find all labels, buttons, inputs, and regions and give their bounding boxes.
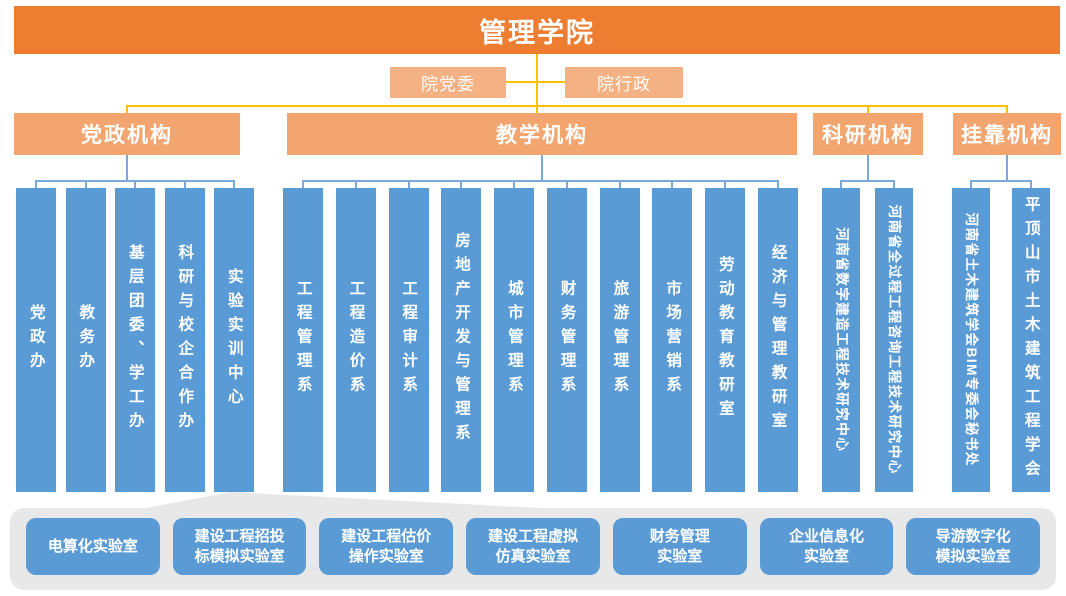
org-unit-column: 平顶山市土木建筑工程学会 <box>1012 188 1050 492</box>
connector-main-gold <box>126 105 1008 107</box>
connector-stub-gold <box>867 105 869 114</box>
lab-box: 建设工程招投 标模拟实验室 <box>172 518 307 575</box>
connector-level2-gold <box>505 81 567 83</box>
org-unit-column: 市场营销系 <box>652 188 693 492</box>
group-header-party-admin: 党政机构 <box>14 113 240 155</box>
lab-box: 财务管理 实验室 <box>612 518 747 575</box>
group-party-admin-columns: 党政办 教务办 基层团委、学工办 科研与校企合作办 实验实训中心 <box>16 180 254 492</box>
org-unit-column: 工程造价系 <box>335 188 376 492</box>
org-unit-column: 劳动教育教研室 <box>705 188 746 492</box>
org-unit-column: 城市管理系 <box>494 188 535 492</box>
connector-bracket <box>971 180 1031 182</box>
org-unit-column: 房地产开发与管理系 <box>441 188 482 492</box>
org-unit-column: 财务管理系 <box>546 188 587 492</box>
org-unit-column: 工程审计系 <box>388 188 429 492</box>
group-affiliated-columns: 河南省土木建筑学会BIM专委会秘书处 平顶山市土木建筑工程学会 <box>952 180 1050 492</box>
org-unit-column: 基层团委、学工办 <box>115 188 155 492</box>
connector-stub-gold <box>126 105 128 114</box>
root-title: 管理学院 <box>479 17 595 48</box>
group-header-label: 挂靠机构 <box>961 124 1053 147</box>
org-unit-column: 教务办 <box>65 188 106 492</box>
org-unit-column: 旅游管理系 <box>599 188 640 492</box>
org-unit-column: 科研与校企合作办 <box>164 188 205 492</box>
org-unit-column: 河南省土木建筑学会BIM专委会秘书处 <box>952 188 990 492</box>
group-header-affiliated: 挂靠机构 <box>953 113 1061 155</box>
connector-stub-gold <box>1006 105 1008 114</box>
party-committee-label: 院党委 <box>421 75 475 94</box>
panel-callout-peak <box>140 492 560 509</box>
connector-bracket <box>841 180 894 182</box>
connector-bracket <box>303 180 778 182</box>
lab-box: 导游数字化 模拟实验室 <box>906 518 1041 575</box>
group-header-teaching: 教学机构 <box>287 113 797 155</box>
lab-box: 建设工程估价 操作实验室 <box>319 518 454 575</box>
labs-row: 电算化实验室 建设工程招投 标模拟实验室 建设工程估价 操作实验室 建设工程虚拟… <box>26 518 1041 575</box>
org-unit-column: 党政办 <box>16 188 56 492</box>
group-header-research: 科研机构 <box>813 113 923 155</box>
group-header-label: 教学机构 <box>496 124 588 147</box>
root-title-box: 管理学院 <box>14 6 1060 54</box>
lab-box: 建设工程虚拟 仿真实验室 <box>466 518 600 575</box>
group-teaching-columns: 工程管理系 工程造价系 工程审计系 房地产开发与管理系 城市管理系 财务管理系 … <box>283 180 798 492</box>
org-unit-column: 河南省数字建造工程技术研究中心 <box>822 188 860 492</box>
party-committee-box: 院党委 <box>390 67 506 98</box>
group-research-columns: 河南省数字建造工程技术研究中心 河南省全过程工程咨询工程技术研究中心 <box>822 180 913 492</box>
org-unit-column: 工程管理系 <box>283 188 323 492</box>
group-header-label: 党政机构 <box>81 124 173 147</box>
lab-box: 电算化实验室 <box>26 518 160 575</box>
org-unit-column: 经济与管理教研室 <box>757 188 798 492</box>
org-unit-column: 实验实训中心 <box>214 188 254 492</box>
group-header-label: 科研机构 <box>822 124 914 147</box>
org-unit-column: 河南省全过程工程咨询工程技术研究中心 <box>875 188 913 492</box>
admin-label: 院行政 <box>597 75 651 94</box>
connector-vertical-gold <box>536 54 538 114</box>
lab-box: 企业信息化 实验室 <box>759 518 894 575</box>
admin-box: 院行政 <box>565 67 683 98</box>
